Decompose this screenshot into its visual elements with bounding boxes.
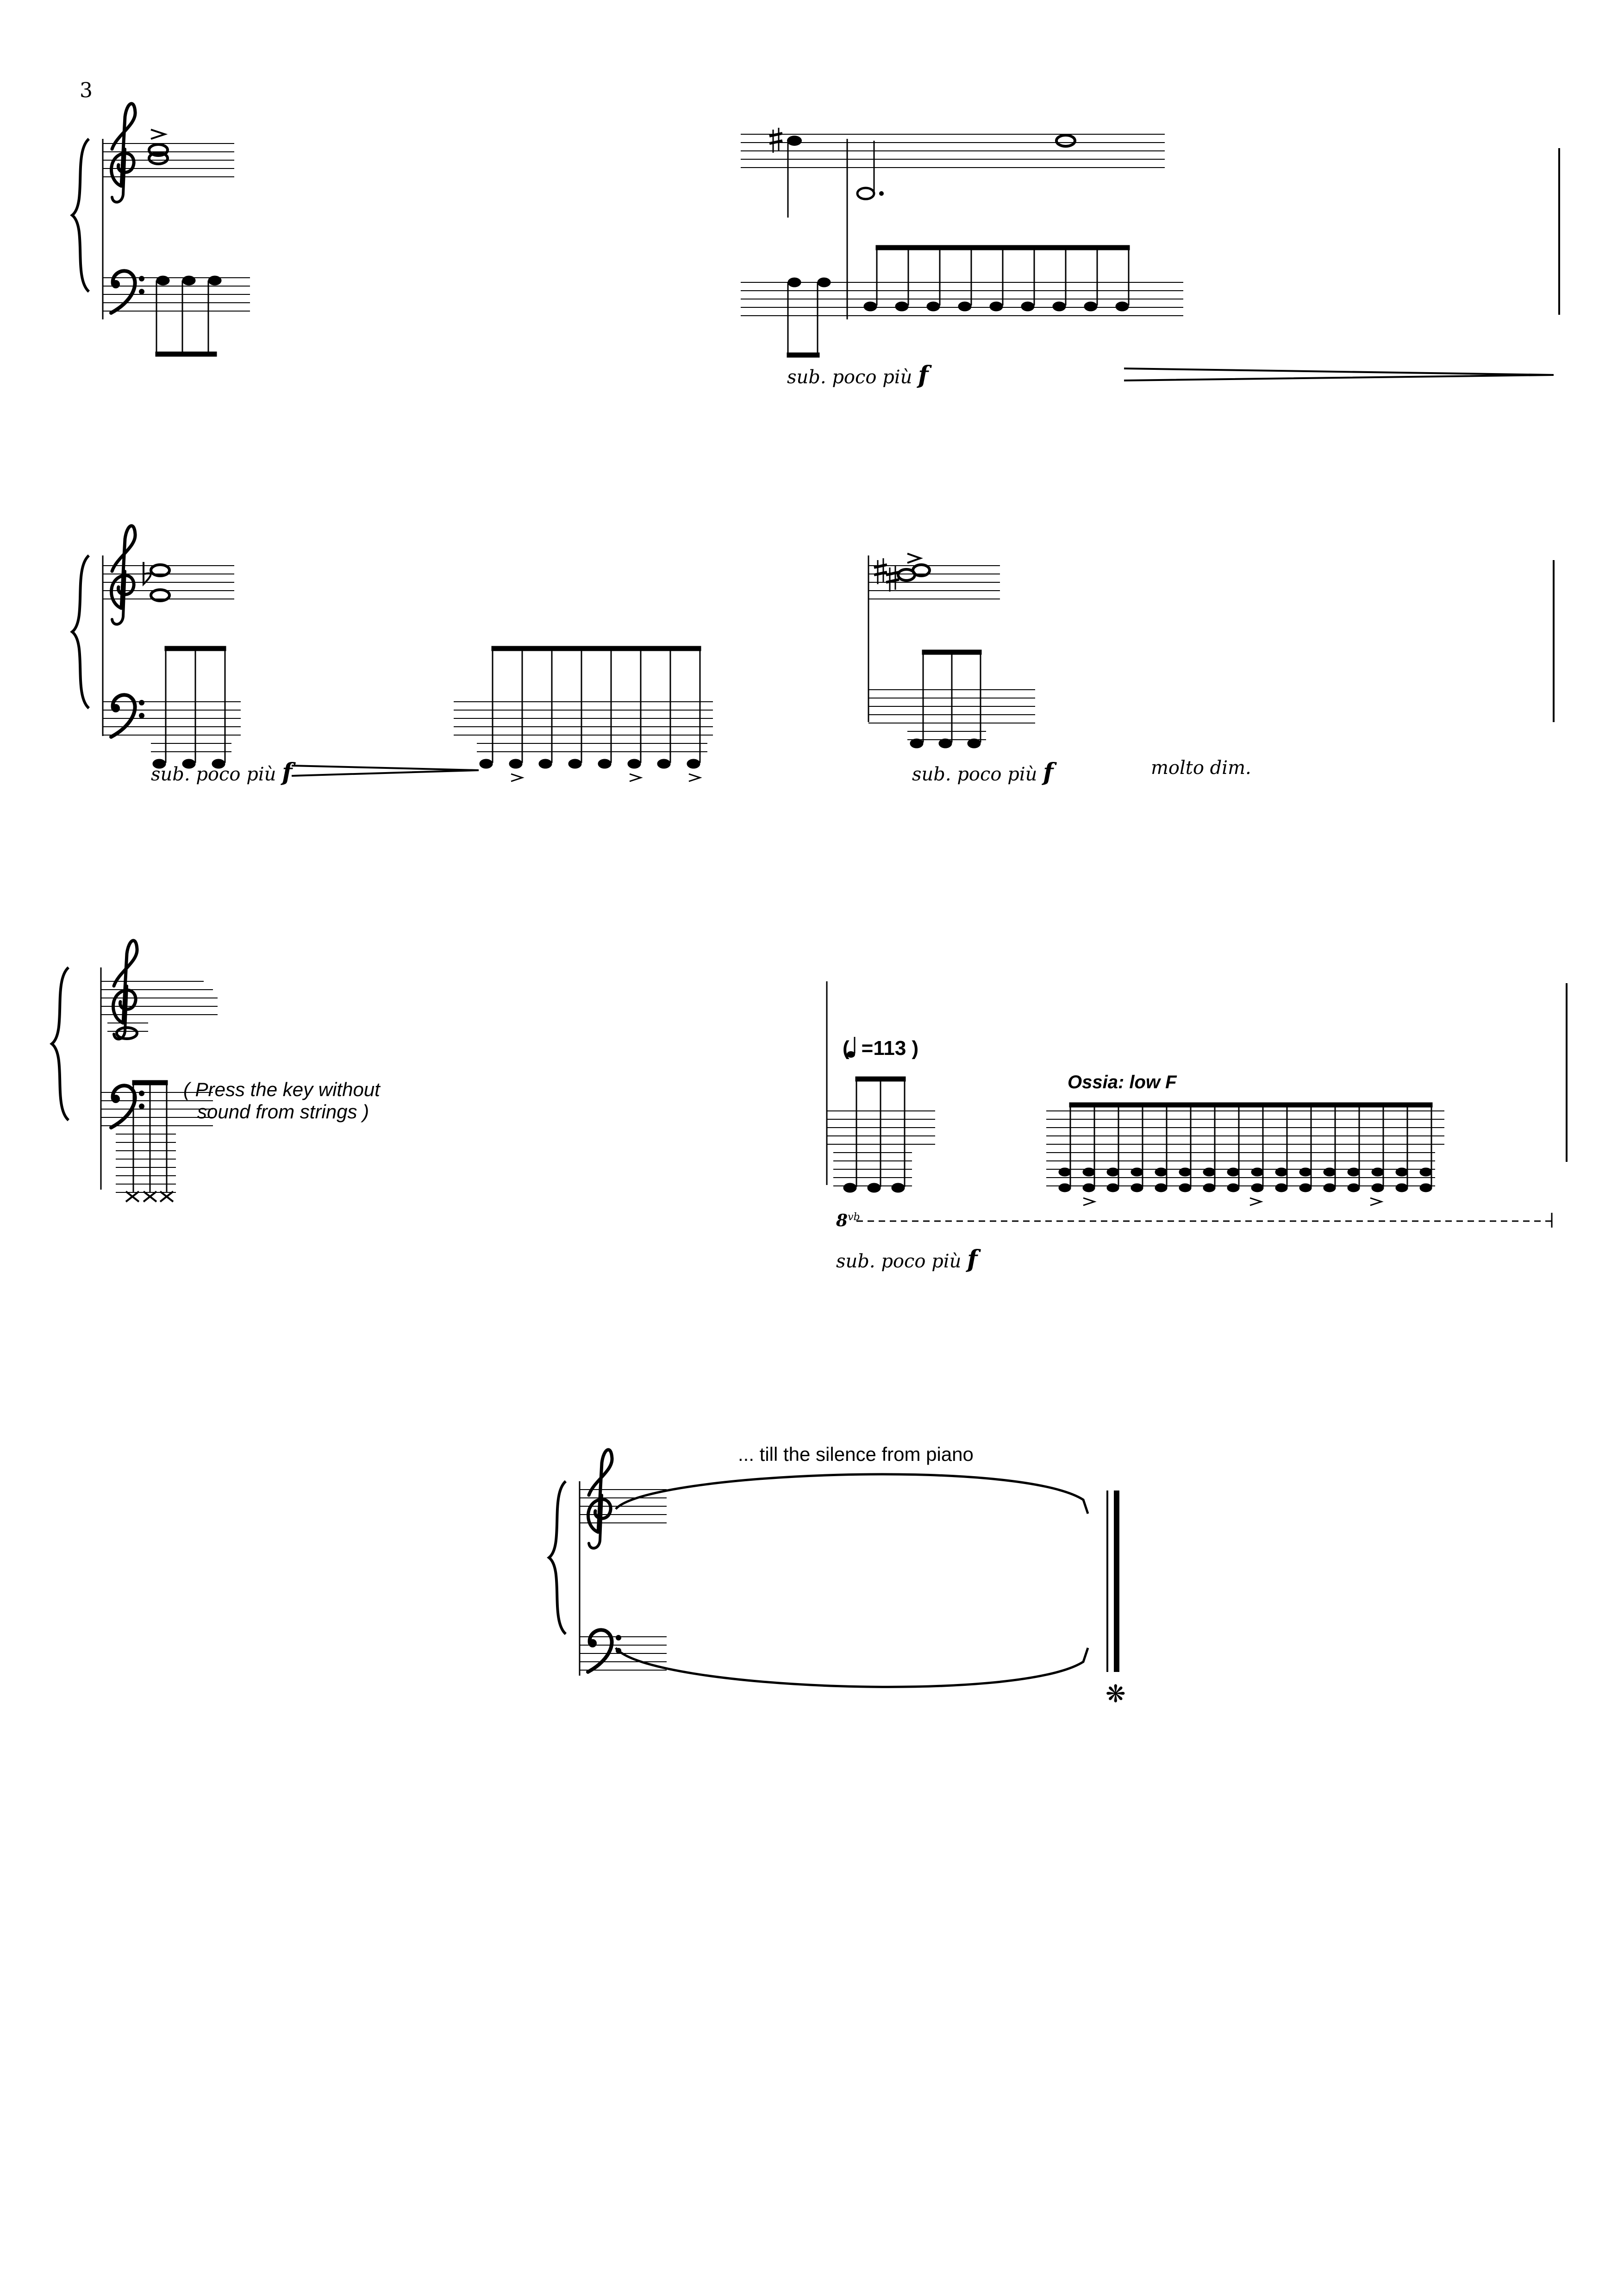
treble-clef-icon xyxy=(112,104,136,202)
dynamic-sub-poco-piu-f: sub. poco più f xyxy=(787,361,929,389)
accent-icon xyxy=(1083,1197,1384,1206)
flat-icon xyxy=(143,562,152,586)
sharp-icon xyxy=(874,558,887,584)
bass-pair xyxy=(787,277,831,358)
expression-molto-dim: molto dim. xyxy=(1151,757,1251,779)
treble-staff-1b xyxy=(741,134,1165,168)
ossia-label: Ossia: low F xyxy=(1068,1072,1177,1092)
bass-clef-icon xyxy=(111,1085,144,1128)
instruction-text: ( Press the key without sound from strin… xyxy=(183,1079,380,1123)
brace-icon xyxy=(549,1481,566,1634)
ottava-bassa-marking: 8vb xyxy=(836,1211,860,1230)
bass-clef-icon xyxy=(111,695,144,737)
whole-note xyxy=(150,588,171,602)
tie-arc xyxy=(615,1647,1089,1688)
quarter-note xyxy=(787,136,802,146)
bass-clef-icon xyxy=(588,1630,621,1672)
whole-note xyxy=(150,563,171,577)
diminuendo-hairpin xyxy=(291,765,479,777)
whole-note xyxy=(115,1026,138,1040)
system-4 xyxy=(549,1450,1119,1688)
system-2 xyxy=(72,526,1555,782)
system-1 xyxy=(72,104,1560,381)
dynamic-sub-poco-piu-f: sub. poco più f xyxy=(151,758,293,786)
bass-triplet-group xyxy=(151,646,231,769)
accent-icon xyxy=(150,129,168,140)
caption-till-silence: ... till the silence from piano xyxy=(738,1443,974,1465)
whole-note xyxy=(912,563,931,577)
accent-icon xyxy=(907,553,923,564)
sharp-icon xyxy=(769,128,783,153)
ossia-run xyxy=(1046,1102,1444,1206)
bass-clef-icon xyxy=(111,271,144,313)
bass-staff-1b xyxy=(741,282,1183,316)
treble-clef-icon xyxy=(588,1450,612,1548)
accent-icon xyxy=(511,773,702,782)
low-triplet xyxy=(843,1076,906,1193)
whole-note xyxy=(148,151,169,165)
bass-eighth-run xyxy=(863,245,1130,312)
treble-clef-icon xyxy=(112,526,136,624)
tie-arc xyxy=(615,1473,1089,1514)
bass-low-triplet xyxy=(910,649,982,748)
brace-icon xyxy=(72,555,89,708)
pedal-release-icon: ❋ xyxy=(1106,1680,1126,1708)
brace-icon xyxy=(52,967,69,1120)
system-3 xyxy=(52,941,1568,1228)
bass-eighth-run-2 xyxy=(454,646,713,769)
treble-staff-3 xyxy=(101,981,218,1032)
brace-icon xyxy=(72,139,89,292)
half-note xyxy=(856,187,875,200)
page-number: 3 xyxy=(80,79,93,102)
silent-key-triplet xyxy=(125,1080,174,1203)
diminuendo-hairpin xyxy=(1124,368,1554,381)
bass-staff-1 xyxy=(103,277,250,312)
treble-staff-4 xyxy=(580,1489,667,1523)
tempo-marking: (=113 ) xyxy=(843,1037,919,1060)
dynamic-sub-poco-piu-f: sub. poco più f xyxy=(912,758,1054,786)
bass-chord-group xyxy=(155,275,222,357)
sharp-icon xyxy=(886,566,899,592)
quarter-note-icon xyxy=(847,1037,856,1058)
dynamic-sub-poco-piu-f: sub. poco più f xyxy=(836,1245,978,1273)
whole-note xyxy=(1055,134,1076,148)
whole-note xyxy=(148,143,169,157)
